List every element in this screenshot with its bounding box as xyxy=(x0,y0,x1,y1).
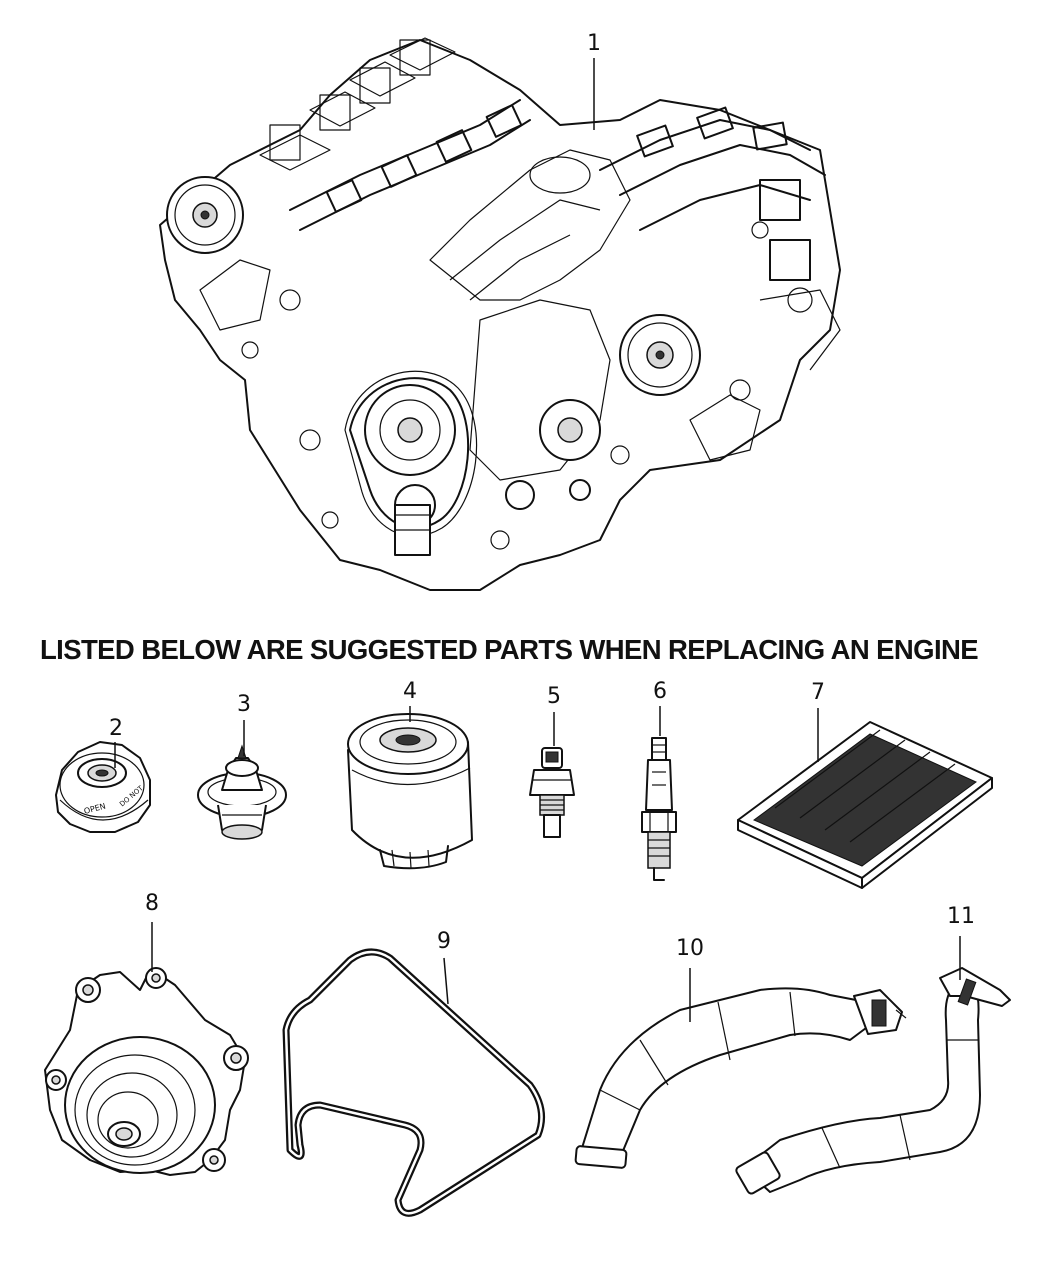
suggested-parts-heading: LISTED BELOW ARE SUGGESTED PARTS WHEN RE… xyxy=(39,634,979,665)
callout-3: 3 xyxy=(237,692,251,717)
callout-11: 11 xyxy=(947,904,975,929)
air-filter xyxy=(737,721,993,889)
radiator-hose-lower xyxy=(735,967,1011,1195)
oil-filter xyxy=(347,713,473,870)
callout-5: 5 xyxy=(547,684,561,709)
callout-4: 4 xyxy=(403,679,417,704)
callout-10: 10 xyxy=(676,936,704,961)
spark-plug xyxy=(641,737,677,881)
serpentine-belt xyxy=(282,948,546,1217)
leader-9 xyxy=(443,957,449,1005)
callout-2: 2 xyxy=(109,716,123,741)
radiator-hose-upper xyxy=(574,987,907,1169)
thermostat xyxy=(197,744,287,840)
water-pump xyxy=(44,967,249,1176)
radiator-cap: OPEN DO NOT xyxy=(55,741,151,833)
oil-pressure-sensor xyxy=(529,747,575,838)
callout-7: 7 xyxy=(811,680,825,705)
callout-1: 1 xyxy=(587,31,601,56)
callout-8: 8 xyxy=(145,891,159,916)
engine-assembly xyxy=(159,37,841,591)
callout-6: 6 xyxy=(653,679,667,704)
callout-9: 9 xyxy=(437,929,451,954)
